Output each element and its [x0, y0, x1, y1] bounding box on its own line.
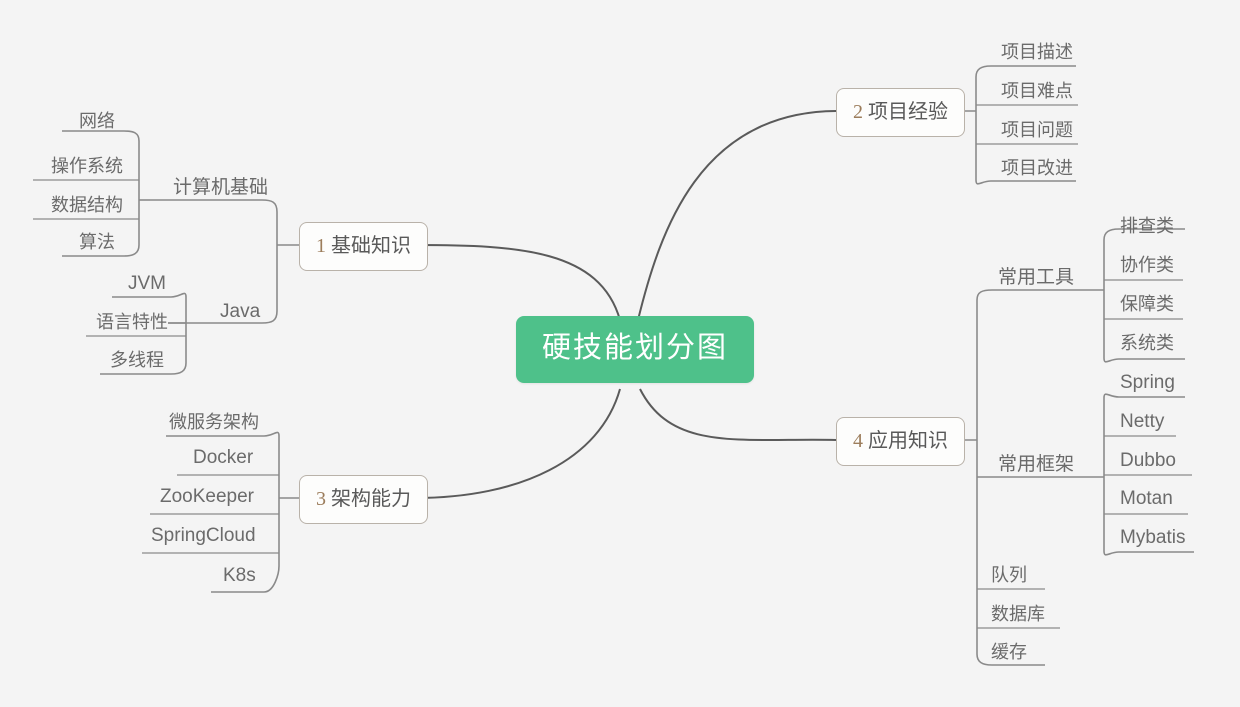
branch-index-2: 2: [853, 101, 863, 123]
underline-sys: [1103, 357, 1185, 363]
underline-micro: [166, 431, 280, 437]
leaf-node-project-problem[interactable]: 项目问题: [1001, 120, 1073, 140]
underline-pimp: [975, 179, 1076, 185]
group-node-java[interactable]: Java: [220, 301, 261, 322]
leaf-node-jvm[interactable]: JVM: [128, 273, 166, 294]
leaf-node-assurance-tools[interactable]: 保障类: [1120, 294, 1174, 314]
underline-jvm: [112, 292, 187, 298]
group-node-common-frameworks[interactable]: 常用框架: [998, 454, 1075, 475]
branch-label-3: 架构能力: [331, 488, 411, 510]
branch-label-2: 项目经验: [868, 101, 948, 123]
underline-cache: [976, 653, 1045, 666]
leaf-node-operating-system[interactable]: 操作系统: [51, 156, 123, 176]
root-node[interactable]: 硬技能划分图: [516, 316, 755, 383]
underline-net: [62, 130, 140, 142]
leaf-node-mybatis[interactable]: Mybatis: [1120, 527, 1186, 548]
leaf-node-docker[interactable]: Docker: [193, 447, 254, 468]
leaf-node-netty[interactable]: Netty: [1120, 411, 1165, 432]
underline-spring: [1103, 393, 1185, 399]
leaf-node-multithreading[interactable]: 多线程: [110, 350, 164, 370]
group-node-computer-basics[interactable]: 计算机基础: [173, 177, 269, 198]
leaf-node-springcloud[interactable]: SpringCloud: [151, 525, 256, 546]
leaf-node-zookeeper[interactable]: ZooKeeper: [160, 486, 255, 507]
leaf-node-database[interactable]: 数据库: [991, 604, 1045, 624]
leaf-node-motan[interactable]: Motan: [1120, 488, 1173, 509]
link-root-to-branch-3: [414, 388, 621, 499]
leaf-node-project-improvement[interactable]: 项目改进: [1001, 158, 1073, 178]
leaf-node-spring[interactable]: Spring: [1120, 372, 1175, 393]
branch-label-1: 基础知识: [331, 235, 411, 257]
leaf-node-queue[interactable]: 队列: [991, 565, 1027, 585]
underline-alg: [62, 244, 140, 257]
leaf-node-microservice-architecture[interactable]: 微服务架构: [169, 412, 259, 432]
branch-label-4: 应用知识: [868, 430, 948, 452]
leaf-node-system-tools[interactable]: 系统类: [1120, 333, 1174, 353]
leaf-node-network[interactable]: 网络: [79, 111, 115, 131]
leaf-node-cache[interactable]: 缓存: [991, 642, 1027, 662]
link-root-to-branch-4: [639, 388, 837, 442]
branch-index-1: 1: [316, 235, 326, 257]
branch-index-3: 3: [316, 488, 326, 510]
leaf-node-project-difficulty[interactable]: 项目难点: [1001, 81, 1073, 101]
leaf-node-k8s[interactable]: K8s: [223, 565, 256, 586]
underline-thread: [100, 362, 187, 375]
underline-pdesc: [975, 65, 1076, 78]
underline-mybatis: [1103, 550, 1194, 556]
leaf-node-collaboration-tools[interactable]: 协作类: [1120, 255, 1174, 275]
leaf-node-troubleshooting-tools[interactable]: 排查类: [1120, 216, 1174, 236]
root-node-label: 硬技能划分图: [542, 332, 729, 364]
link-root-to-branch-1: [414, 244, 621, 321]
leaf-node-data-structure[interactable]: 数据结构: [51, 195, 123, 215]
link-root-to-branch-2: [637, 110, 837, 321]
underline-k8s: [211, 565, 280, 593]
leaf-node-dubbo[interactable]: Dubbo: [1120, 450, 1176, 471]
connector-java-group: [168, 310, 278, 324]
leaf-node-project-description[interactable]: 项目描述: [1001, 42, 1073, 62]
underline-check: [1103, 228, 1185, 241]
connector-tools-group: [976, 289, 1076, 301]
leaf-node-algorithm[interactable]: 算法: [79, 232, 115, 252]
leaf-node-language-features[interactable]: 语言特性: [96, 312, 168, 332]
branch-index-4: 4: [853, 430, 863, 452]
group-node-common-tools[interactable]: 常用工具: [998, 267, 1075, 288]
connector-cs-group: [150, 199, 278, 213]
